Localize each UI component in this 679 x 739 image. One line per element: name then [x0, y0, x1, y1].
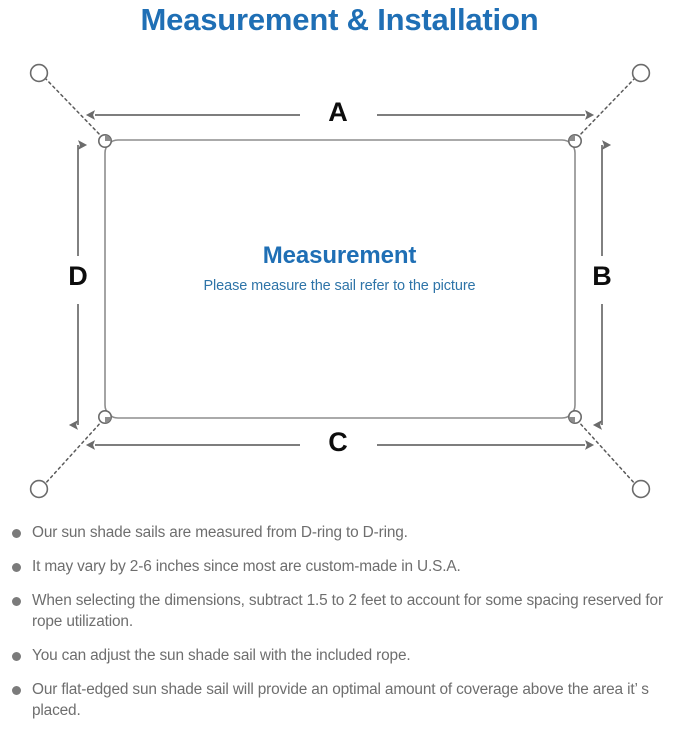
- note-text: Our sun shade sails are measured from D-…: [32, 524, 408, 541]
- anchor-point-icon-top-left: [29, 63, 49, 83]
- rope-line-bottom-left: [43, 419, 104, 486]
- dimension-label-c: C: [328, 427, 348, 457]
- bullet-icon: [12, 686, 21, 695]
- list-item: Our sun shade sails are measured from D-…: [0, 522, 679, 543]
- anchor-point-icon-bottom-right: [631, 479, 651, 499]
- list-item: Our flat-edged sun shade sail will provi…: [0, 679, 679, 721]
- bullet-icon: [12, 563, 21, 572]
- dimension-label-b: B: [592, 261, 612, 291]
- rope-line-top-right: [576, 76, 637, 139]
- anchor-point-icon-bottom-left: [29, 479, 49, 499]
- page-title: Measurement & Installation: [140, 2, 539, 37]
- measurement-diagram: Measurement Please measure the sail refe…: [0, 44, 679, 518]
- measurement-heading: Measurement: [262, 242, 417, 269]
- note-text: It may vary by 2-6 inches since most are…: [32, 558, 461, 575]
- bullet-icon: [12, 652, 21, 661]
- measurement-diagram-svg: [29, 63, 651, 499]
- bullet-icon: [12, 529, 21, 538]
- list-item: When selecting the dimensions, subtract …: [0, 590, 679, 632]
- dimension-label-d: D: [68, 261, 88, 291]
- bullet-icon: [12, 597, 21, 606]
- sail-outline: [104, 139, 576, 419]
- notes-list: Our sun shade sails are measured from D-…: [0, 522, 679, 734]
- list-item: It may vary by 2-6 inches since most are…: [0, 556, 679, 577]
- anchor-points: [29, 63, 651, 499]
- dimension-label-a: A: [328, 97, 348, 127]
- rope-lines: [43, 76, 637, 486]
- note-text: You can adjust the sun shade sail with t…: [32, 647, 411, 664]
- rope-line-top-left: [43, 76, 104, 139]
- rope-line-bottom-right: [576, 419, 637, 486]
- note-text: Our flat-edged sun shade sail will provi…: [32, 681, 649, 719]
- list-item: You can adjust the sun shade sail with t…: [0, 645, 679, 666]
- anchor-point-icon-top-right: [631, 63, 651, 83]
- measurement-subtext: Please measure the sail refer to the pic…: [203, 278, 476, 294]
- d-ring-shading: [105, 135, 575, 423]
- note-text: When selecting the dimensions, subtract …: [32, 592, 663, 630]
